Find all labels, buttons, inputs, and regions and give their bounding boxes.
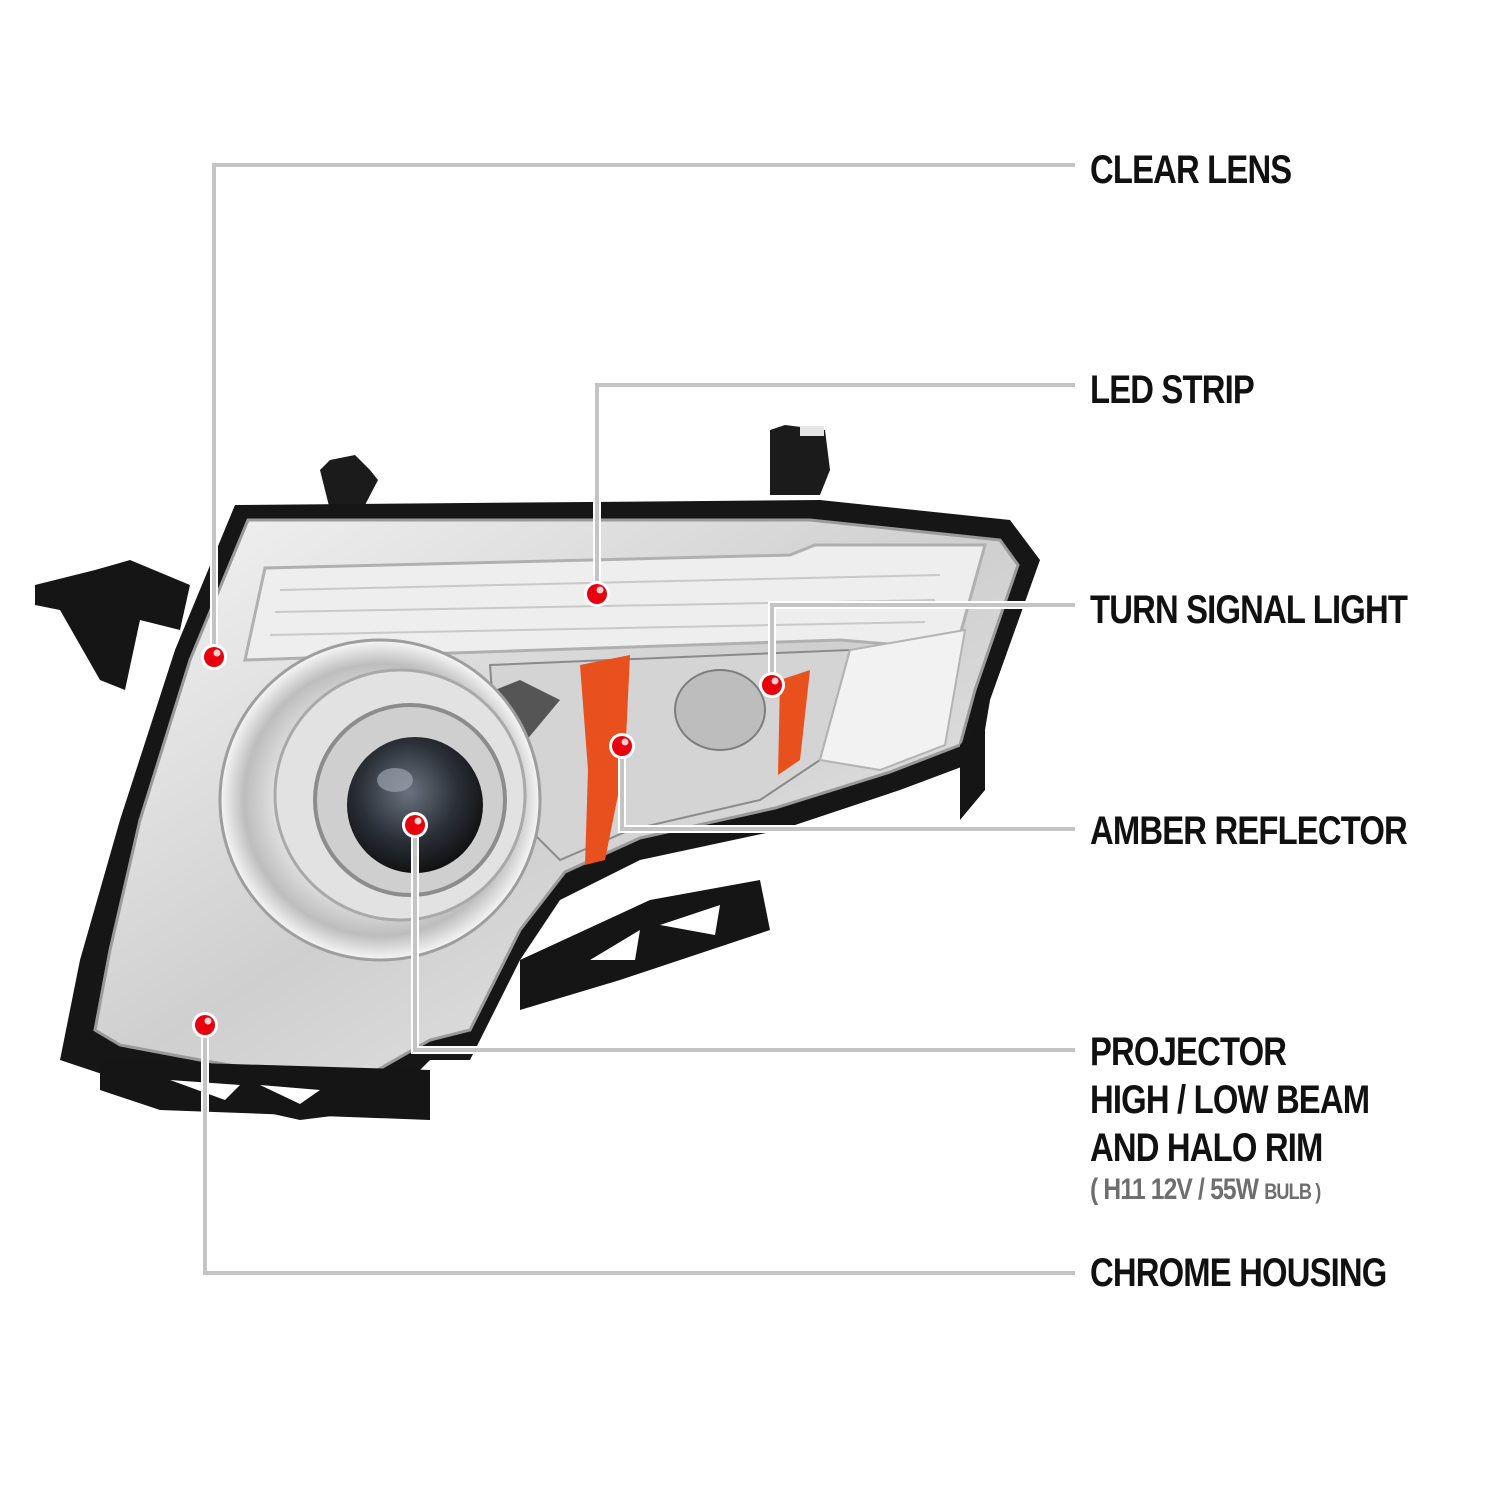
- callout-dot-projector[interactable]: [402, 812, 428, 838]
- mounting-brackets: [35, 425, 830, 690]
- callout-dots: [192, 581, 785, 1038]
- callout-line-turn-signal: [770, 603, 1075, 685]
- callout-dot-led-strip[interactable]: [584, 581, 610, 607]
- callout-line-amber-reflector: [620, 746, 1075, 831]
- label-led-strip: LED STRIP: [1090, 368, 1255, 412]
- label-projector-line2: HIGH / LOW BEAM: [1090, 1078, 1370, 1122]
- bulb-spec-text: ( H11 12V / 55W: [1090, 1173, 1259, 1206]
- label-amber-reflector: AMBER REFLECTOR: [1090, 809, 1408, 853]
- label-projector-line1: PROJECTOR: [1090, 1030, 1287, 1074]
- projector-assembly: [218, 638, 542, 962]
- label-projector: PROJECTOR HIGH / LOW BEAM AND HALO RIM (…: [1090, 1028, 1370, 1210]
- amber-reflector-right: [778, 670, 810, 775]
- label-clear-lens: CLEAR LENS: [1090, 148, 1292, 192]
- callout-dot-turn-signal[interactable]: [759, 672, 785, 698]
- callout-line-led-strip: [595, 383, 1075, 594]
- label-projector-line3: AND HALO RIM: [1090, 1126, 1323, 1170]
- amber-reflector-left: [580, 655, 630, 865]
- callout-line-chrome-housing: [203, 1025, 1075, 1275]
- callout-dot-clear-lens[interactable]: [201, 644, 227, 670]
- label-turn-signal-light: TURN SIGNAL LIGHT: [1090, 588, 1408, 632]
- label-chrome-housing: CHROME HOUSING: [1090, 1251, 1387, 1295]
- callout-line-clear-lens: [212, 163, 1075, 657]
- callout-dot-chrome-housing[interactable]: [192, 1012, 218, 1038]
- callout-dot-amber-reflector[interactable]: [609, 733, 635, 759]
- label-projector-bulb-spec: ( H11 12V / 55W BULB ): [1090, 1172, 1369, 1210]
- bulb-spec-suffix: BULB ): [1264, 1179, 1321, 1204]
- callout-line-projector: [413, 825, 1075, 1052]
